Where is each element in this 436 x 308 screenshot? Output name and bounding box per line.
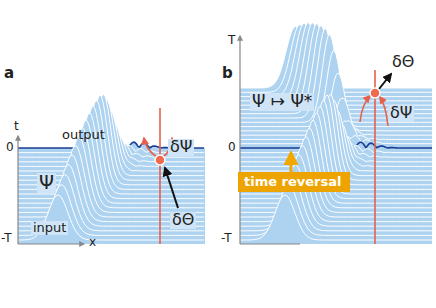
conjugation-label: Ψ ↦ Ψ* bbox=[250, 93, 314, 111]
perturbation-symbol: δΨ bbox=[388, 105, 414, 122]
row-fill bbox=[240, 146, 432, 244]
row-line bbox=[240, 113, 432, 199]
row-line bbox=[18, 95, 204, 185]
axis-t bbox=[239, 36, 240, 244]
row-fill bbox=[240, 106, 432, 244]
row-fill bbox=[240, 28, 432, 244]
row-fill bbox=[240, 23, 432, 244]
row-fill bbox=[240, 51, 432, 244]
row-fill bbox=[18, 120, 205, 244]
row-fill bbox=[18, 137, 205, 244]
row-fill bbox=[18, 94, 205, 244]
row-fill bbox=[18, 106, 205, 244]
row-fill bbox=[240, 155, 432, 244]
row-fill bbox=[18, 155, 205, 244]
row-fill bbox=[240, 25, 432, 244]
axis-x bbox=[240, 243, 300, 244]
row-fill bbox=[18, 100, 205, 244]
row-line bbox=[240, 155, 432, 222]
output-label: output bbox=[62, 128, 105, 142]
row-line bbox=[240, 137, 432, 213]
row-fill bbox=[18, 95, 205, 244]
propagation-arrow bbox=[360, 96, 370, 122]
parameter-symbol: δΘ bbox=[392, 54, 414, 71]
row-line bbox=[18, 106, 204, 194]
row-fill bbox=[18, 113, 205, 244]
row-line bbox=[18, 128, 204, 208]
waterfall-panel bbox=[240, 23, 432, 244]
perturbation-dot bbox=[155, 155, 165, 165]
row-line bbox=[240, 100, 432, 189]
tick-label: -T bbox=[1, 232, 12, 245]
time-reversal-box: time reversal bbox=[238, 172, 350, 192]
row-fill bbox=[240, 128, 432, 244]
row-fill bbox=[18, 128, 205, 244]
row-fill bbox=[240, 23, 432, 244]
probe-line bbox=[159, 108, 161, 244]
row-line bbox=[18, 146, 204, 217]
row-fill bbox=[240, 120, 432, 244]
row-fill bbox=[18, 146, 205, 244]
row-line bbox=[18, 113, 204, 199]
tick-label: 0 bbox=[6, 141, 14, 154]
waterfall-panel bbox=[18, 94, 205, 244]
row-fill bbox=[240, 165, 432, 244]
wavefunction-symbol: Ψ bbox=[37, 173, 56, 193]
row-line bbox=[240, 146, 432, 217]
axis-label: t bbox=[14, 120, 19, 133]
propagation-arrow bbox=[144, 138, 157, 157]
row-fill bbox=[240, 94, 432, 244]
row-fill bbox=[240, 195, 432, 244]
axis-t bbox=[17, 136, 18, 244]
axis-x bbox=[18, 243, 84, 244]
panel-letter: a bbox=[4, 66, 14, 82]
parameter-symbol: δΘ bbox=[170, 212, 196, 229]
panel-letter: b bbox=[222, 66, 233, 82]
row-fill bbox=[240, 73, 432, 244]
tick-label: T bbox=[228, 34, 235, 47]
row-fill bbox=[240, 35, 432, 244]
gradient-arrow bbox=[379, 74, 391, 89]
row-fill bbox=[18, 185, 205, 244]
row-line bbox=[240, 128, 432, 208]
row-line bbox=[240, 195, 432, 240]
time-reversal-pointer bbox=[290, 153, 293, 172]
row-fill bbox=[240, 23, 432, 244]
row-line bbox=[18, 137, 204, 213]
propagation-arrow bbox=[380, 97, 388, 126]
perturbation-symbol: δΨ bbox=[168, 139, 194, 156]
row-fill bbox=[240, 185, 432, 244]
row-fill bbox=[240, 26, 432, 244]
tick-label: -T bbox=[221, 232, 232, 245]
row-line bbox=[240, 175, 432, 231]
row-line bbox=[18, 120, 204, 203]
input-label: input bbox=[31, 221, 68, 235]
row-fill bbox=[240, 175, 432, 244]
perturbation-dot bbox=[370, 88, 380, 98]
tick-label: 0 bbox=[228, 141, 236, 154]
row-fill bbox=[240, 25, 432, 244]
row-fill bbox=[18, 165, 205, 244]
source-arrow bbox=[165, 168, 178, 208]
box-text: time reversal bbox=[244, 174, 344, 189]
axis-label: x bbox=[89, 236, 96, 249]
row-fill bbox=[240, 95, 432, 244]
row-fill bbox=[240, 24, 432, 244]
row-fill bbox=[240, 113, 432, 244]
